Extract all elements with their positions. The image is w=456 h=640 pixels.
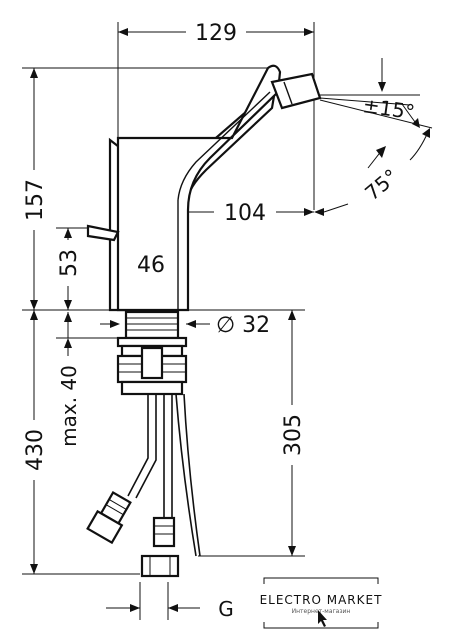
watermark-brand: ELECTRO MARKET	[260, 593, 383, 607]
dimension-labels: 129 157 104 46 53 ∅ 32 max. 40 430 305 ±…	[23, 21, 416, 621]
dim-53: 53	[57, 249, 82, 277]
angle-75: 75°	[360, 164, 403, 205]
dim-430: 430	[23, 429, 48, 471]
dim-max-40: max. 40	[57, 365, 81, 447]
watermark-logo: ELECTRO MARKET Интернет-магазин	[260, 577, 383, 629]
dim-104: 104	[224, 201, 266, 226]
spray-nozzle	[270, 72, 322, 110]
dim-157: 157	[23, 179, 48, 221]
dim-129: 129	[195, 21, 237, 46]
mounting-shank	[116, 310, 188, 396]
control-lever	[86, 224, 120, 242]
angle-15: ±15°	[361, 93, 416, 124]
dim-46: 46	[137, 253, 165, 278]
faucet-body	[108, 64, 282, 312]
dim-diameter-32: ∅ 32	[216, 313, 270, 338]
supply-hoses	[86, 393, 201, 578]
cursor-icon	[318, 610, 327, 627]
watermark-tagline: Интернет-магазин	[292, 608, 351, 615]
dim-305: 305	[281, 414, 306, 456]
dim-g: G	[218, 597, 234, 621]
